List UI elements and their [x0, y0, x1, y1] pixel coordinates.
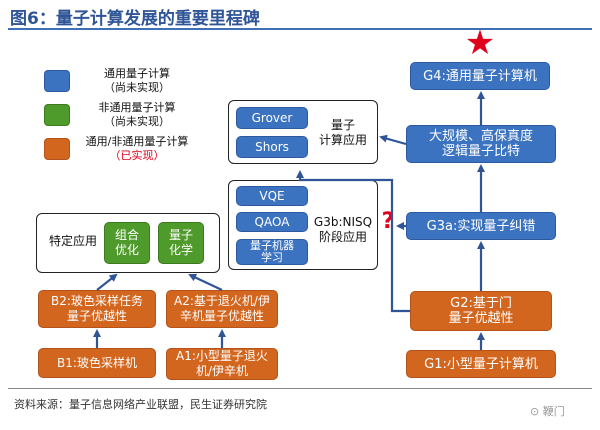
- b2-box: B2:玻色采样任务 量子优越性: [38, 290, 156, 328]
- title-divider: [8, 28, 592, 30]
- logical-qubit-box: 大规模、高保真度 逻辑量子比特: [406, 125, 556, 163]
- quantum-machine-learning-box: 量子机器 学习: [236, 239, 308, 265]
- g4-box: G4:通用量子计算机: [410, 62, 550, 90]
- legend-swatch-orange: [44, 138, 70, 160]
- g2-box: G2:基于门 量子优越性: [410, 291, 552, 331]
- combinatorial-optimization-box: 组合 优化: [104, 222, 150, 264]
- quantum-chemistry-box: 量子 化学: [158, 222, 204, 264]
- a2-box: A2:基于退火机/伊 辛机量子优越性: [166, 290, 278, 328]
- source-note: 资料来源：量子信息网络产业联盟，民生证券研究院: [14, 398, 267, 411]
- b1-box: B1:玻色采样机: [38, 348, 156, 378]
- legend-item-nongeneral: 非通用量子计算 （尚未实现）: [78, 101, 196, 129]
- a1-box: A1:小型量子退火 机/伊辛机: [166, 348, 278, 380]
- arrow-b2-to-specific-app: [96, 273, 118, 291]
- qaoa-box: QAOA: [236, 212, 308, 232]
- legend-label: 非通用量子计算: [98, 101, 176, 114]
- page-title: 图6：量子计算发展的重要里程碑: [10, 9, 260, 29]
- arrow-logical-qubit-to-applications: [379, 134, 407, 146]
- legend-status: （尚未实现）: [104, 81, 170, 94]
- arrow-a2-to-specific-app: [188, 273, 223, 291]
- legend-item-achieved: 通用/非通用量子计算 （已实现）: [78, 135, 196, 163]
- grover-box: Grover: [236, 107, 308, 129]
- specific-application-label: 特定应用: [48, 234, 97, 248]
- g1-box: G1:小型量子计算机: [406, 350, 556, 378]
- star-icon: ★: [464, 23, 496, 63]
- footer-divider: [8, 388, 592, 389]
- watermark: ⊙ 鞭门: [530, 405, 565, 418]
- quantum-computing-applications-label: 量子 计算应用: [318, 118, 367, 147]
- legend-swatch-green: [44, 104, 70, 126]
- legend-label: 通用/非通用量子计算: [85, 135, 189, 148]
- legend-status: （已实现）: [109, 149, 165, 162]
- vqe-box: VQE: [236, 186, 308, 206]
- nisq-applications-label: G3b:NISQ 阶段应用: [313, 215, 373, 244]
- g3a-box: G3a:实现量子纠错: [406, 212, 556, 240]
- legend-swatch-blue: [44, 70, 70, 92]
- arrow-g2-to-nisq: [296, 170, 410, 313]
- shors-box: Shors: [236, 136, 308, 158]
- legend-item-general: 通用量子计算 （尚未实现）: [78, 67, 196, 95]
- legend-status: （尚未实现）: [104, 115, 170, 128]
- legend-label: 通用量子计算: [104, 67, 170, 80]
